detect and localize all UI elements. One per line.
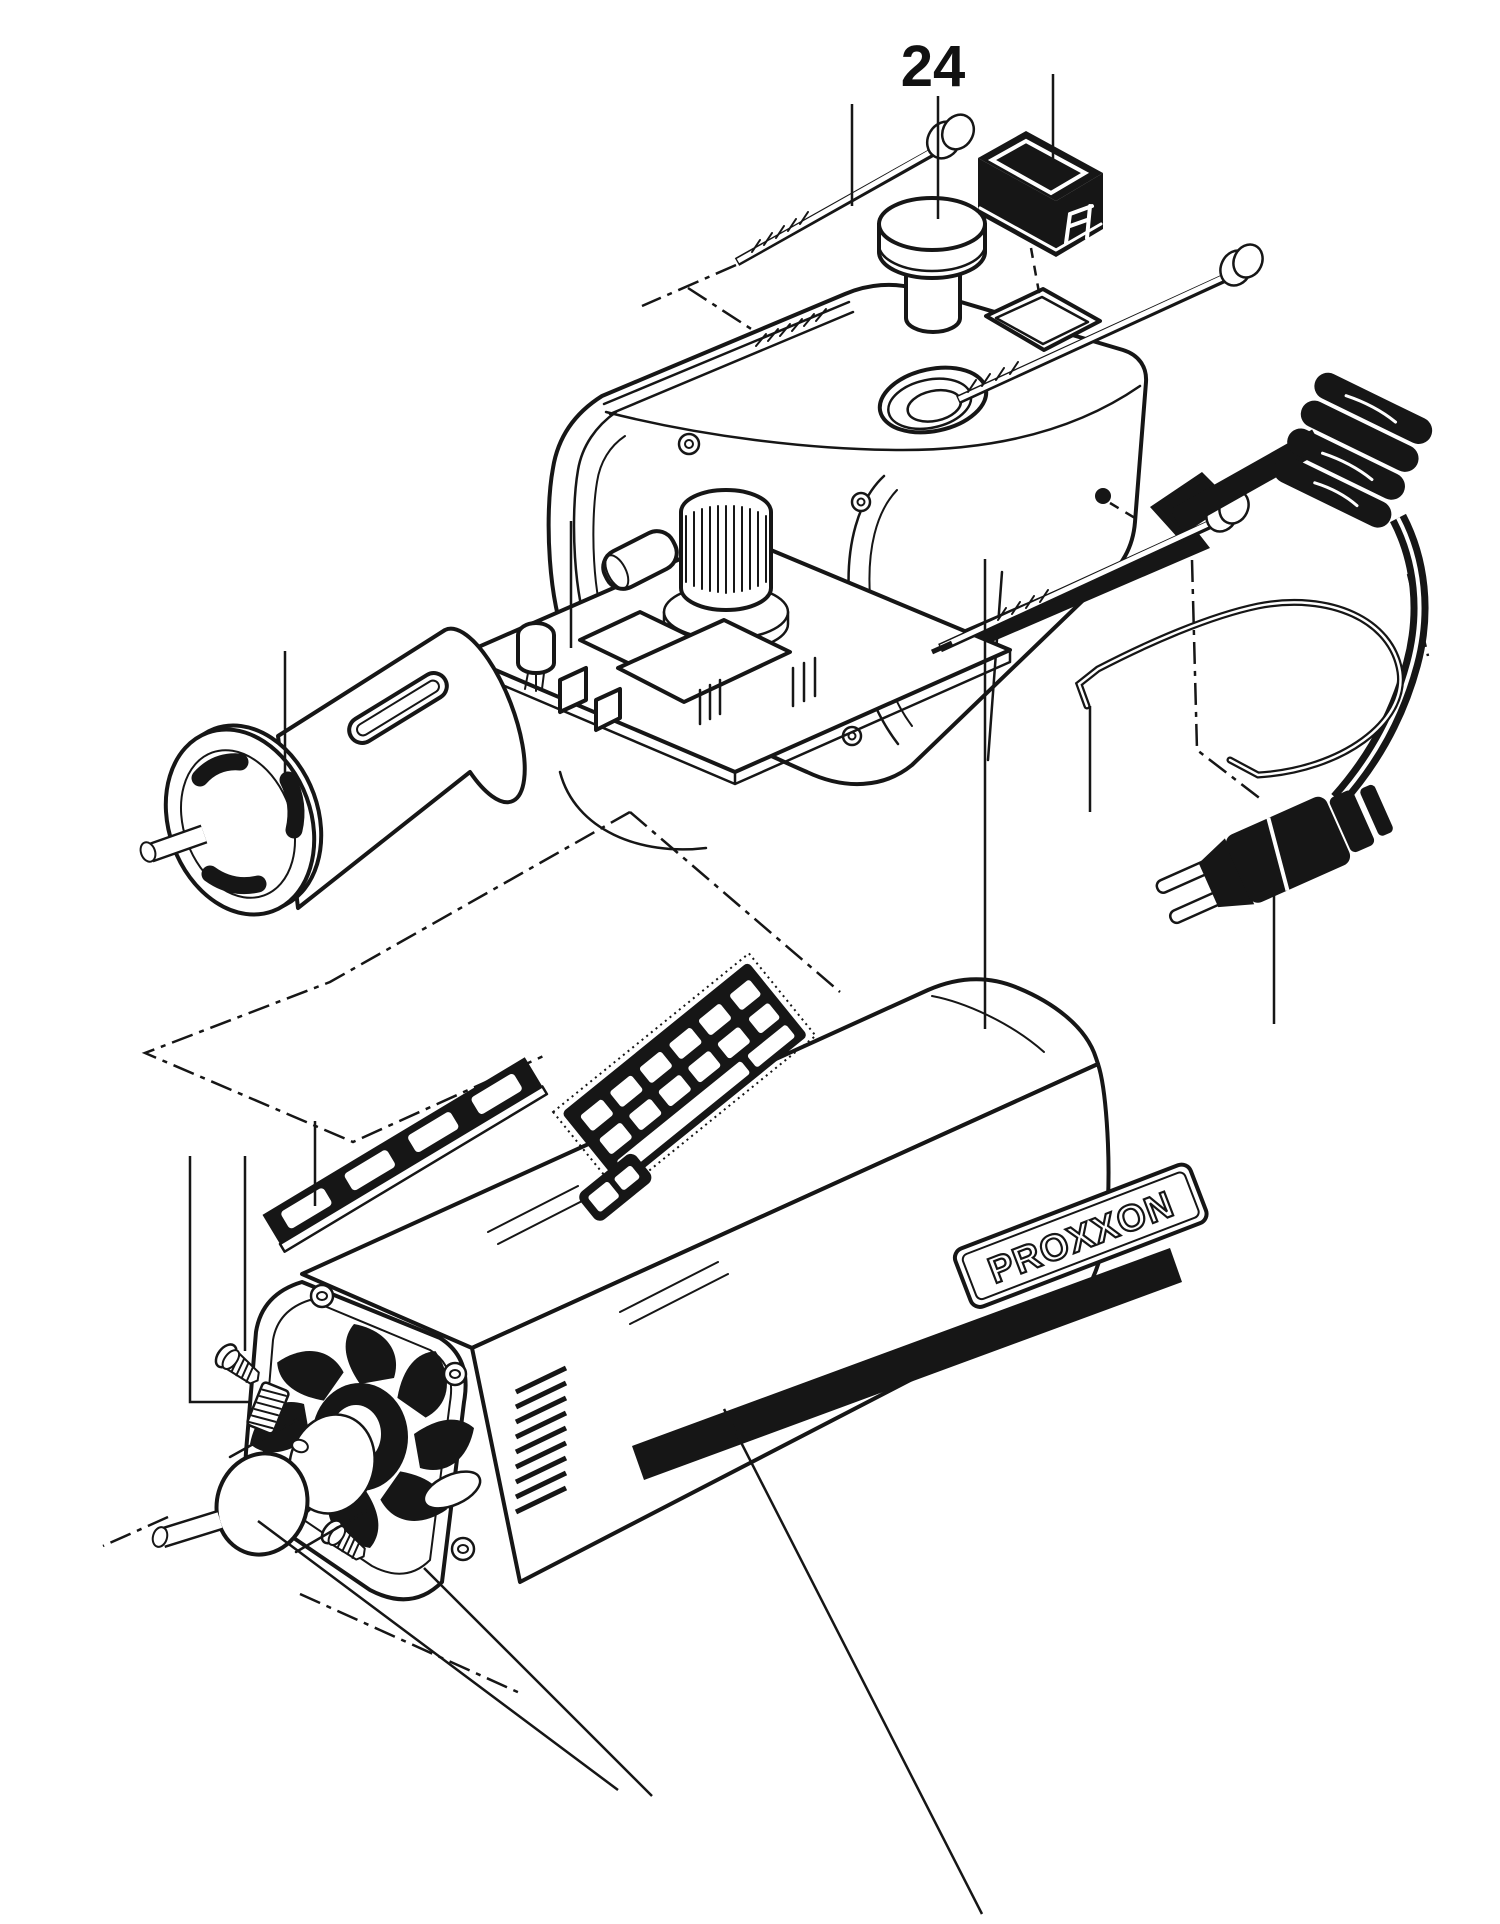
spring	[246, 1381, 290, 1435]
component-pins-2	[791, 656, 817, 708]
knob-24	[877, 196, 987, 334]
screw-top-long	[734, 113, 976, 266]
cable-clamp-bail	[1074, 599, 1404, 779]
motor	[139, 626, 527, 917]
switch-hole	[984, 287, 1102, 352]
grip-hatching	[755, 308, 827, 347]
circuit-board	[458, 488, 1012, 851]
motor-vent-slot	[347, 671, 449, 745]
screw-bosses	[309, 1283, 476, 1562]
power-plug	[1155, 784, 1393, 925]
cord-grommet-screw	[1095, 488, 1141, 523]
spindle-shaft	[151, 1509, 224, 1549]
motor-endcap-slots	[191, 753, 305, 895]
transistor	[516, 621, 556, 692]
strain-relief-coil	[1273, 372, 1433, 528]
component-box-large	[616, 618, 792, 704]
motor-shaft	[139, 824, 208, 863]
capacitor	[601, 529, 679, 591]
bearing-pocket	[422, 1470, 482, 1510]
screw-right-upper	[956, 243, 1264, 405]
mini-label	[579, 1153, 652, 1221]
motor-wire	[558, 770, 708, 851]
label-strip	[262, 1057, 549, 1253]
component-tab-2	[594, 687, 622, 732]
lower-housing-top-face	[300, 977, 1100, 1350]
fan-screw-upper	[214, 1343, 260, 1385]
fan-screw-lower	[320, 1519, 366, 1561]
rating-label	[551, 951, 818, 1196]
side-stripe	[632, 1248, 1182, 1480]
setscrew-hole	[291, 1438, 309, 1454]
switch-side-mark	[1064, 204, 1094, 245]
rocker-switch	[978, 131, 1103, 299]
component-pins-1	[698, 678, 722, 726]
component-tab-1	[558, 666, 588, 714]
lower-housing: PROXXON	[243, 951, 1209, 1602]
cord-channel	[935, 530, 1210, 660]
potentiometer	[662, 488, 790, 653]
callout-24-label: 24	[901, 34, 966, 99]
leader-lines	[188, 74, 1276, 1915]
spindle-collar	[151, 1413, 376, 1557]
vent-slots	[514, 1365, 568, 1515]
switch-top-inset	[987, 138, 1090, 196]
